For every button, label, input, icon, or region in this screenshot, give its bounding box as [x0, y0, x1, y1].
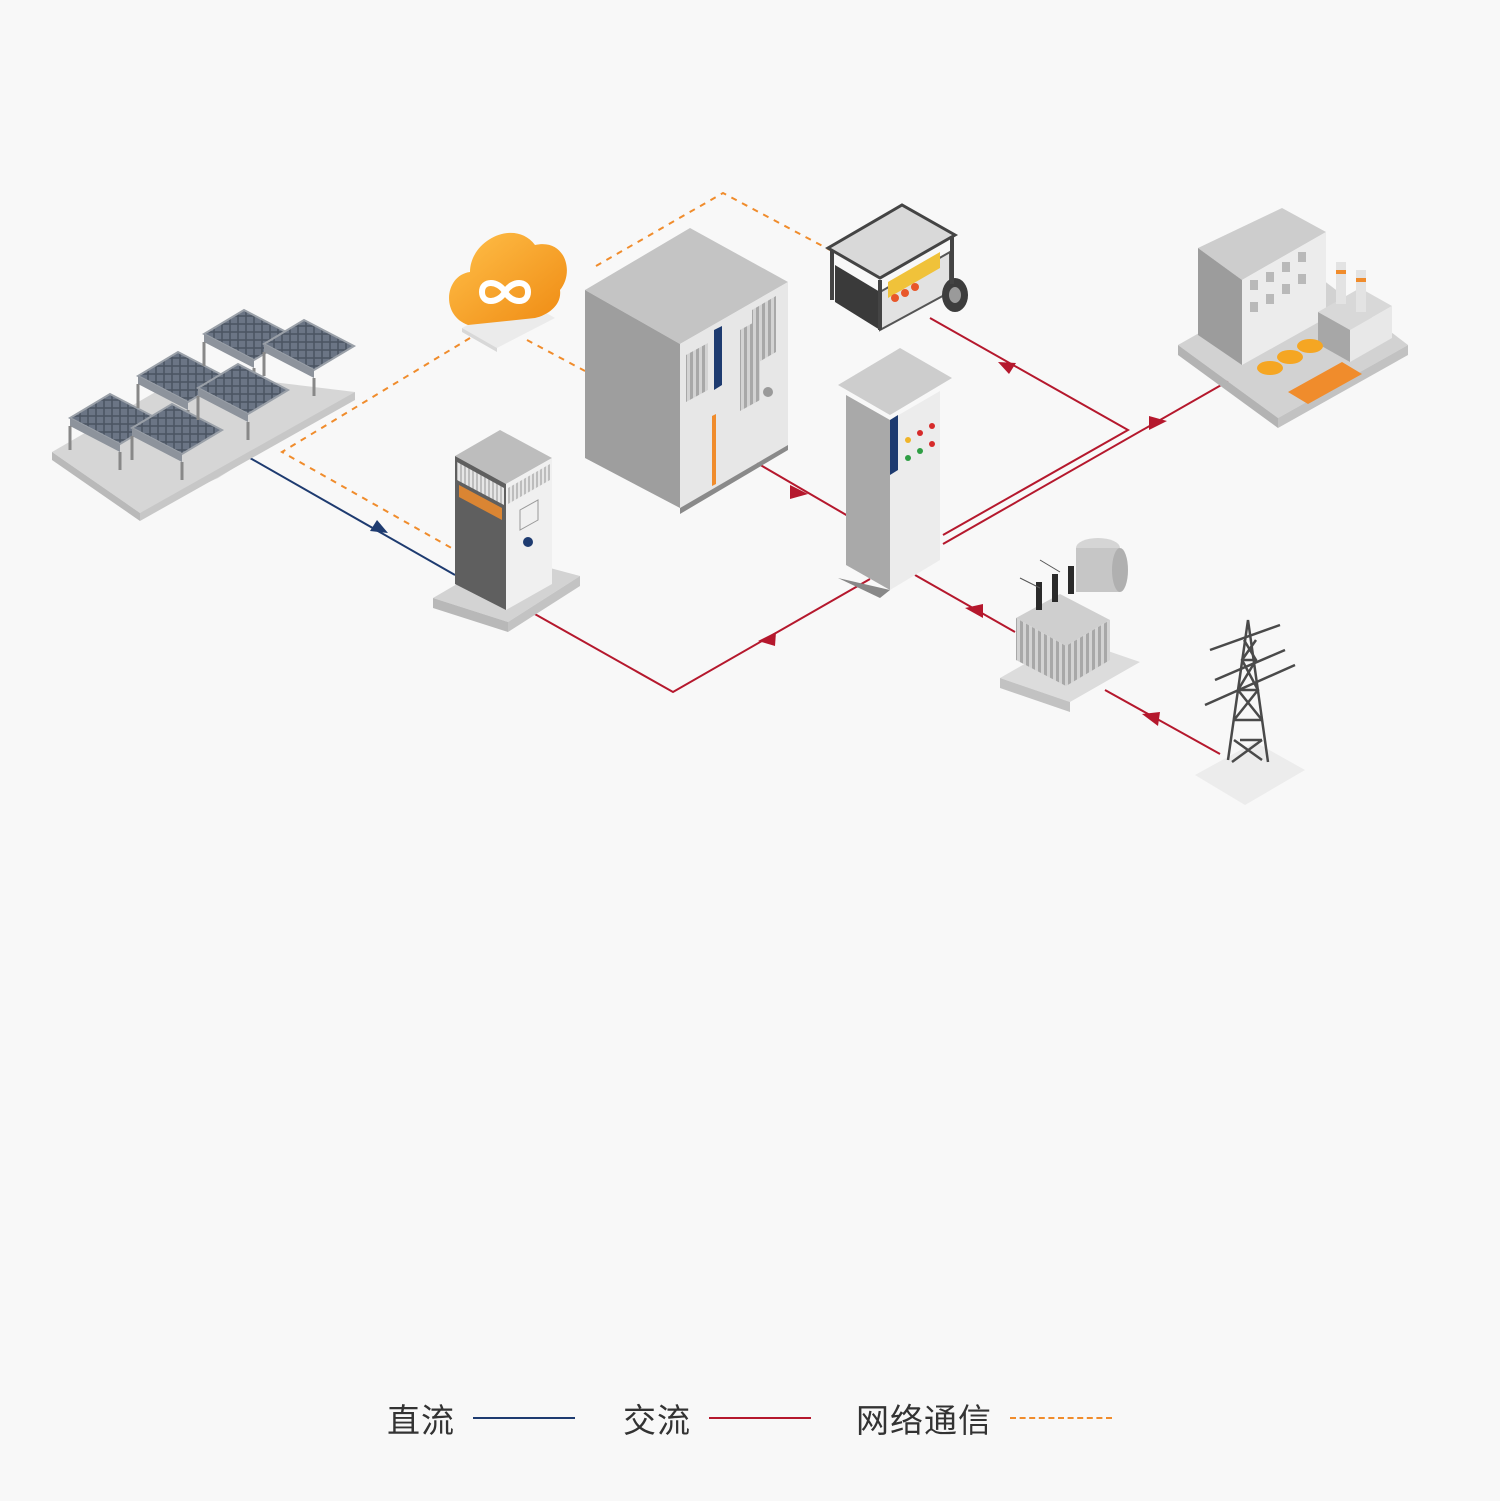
legend-swatch-ac	[709, 1417, 811, 1419]
ac-arrow	[758, 632, 776, 646]
ac-arrow	[1142, 712, 1160, 726]
ac-arrow	[965, 604, 983, 618]
network-link-cloud-pcs	[526, 339, 586, 372]
ac-link-pcs-distribution	[756, 462, 849, 517]
factory-icon	[1178, 208, 1408, 428]
transformer-icon	[1000, 538, 1140, 712]
ac-link-tower-transformer	[1104, 689, 1221, 755]
indicator-lights	[905, 423, 935, 461]
inverter-cabinet-icon	[585, 228, 788, 514]
legend-item-ac: 交流	[623, 1388, 811, 1448]
ac-arrow	[1149, 416, 1167, 430]
pylon-icon	[1195, 619, 1305, 805]
legend-item-network: 网络通信	[856, 1388, 1112, 1448]
legend-item-dc: 直流	[387, 1388, 575, 1448]
ac-arrow	[998, 362, 1016, 374]
network-links	[280, 191, 831, 551]
legend: 直流 交流 网络通信	[0, 1388, 1500, 1448]
network-link-cloud-storage	[280, 337, 471, 551]
legend-label-dc: 直流	[387, 1401, 455, 1440]
storage-cabinet-icon	[433, 430, 580, 632]
legend-swatch-dc	[473, 1417, 575, 1419]
generator-icon	[825, 203, 968, 332]
solar-panel-icon	[52, 308, 356, 521]
switchgear-icon	[838, 348, 952, 598]
legend-swatch-network	[1010, 1417, 1112, 1419]
ac-link-storage-distribution	[532, 578, 871, 694]
ac-links	[532, 317, 1231, 755]
ac-link-transformer-distribution	[914, 574, 1016, 633]
network-link-pcs-generator	[595, 191, 831, 267]
dc-link-solar-storage	[249, 457, 456, 576]
ac-link-distribution-factory	[942, 379, 1231, 545]
legend-label-network: 网络通信	[856, 1401, 992, 1440]
dc-links	[249, 457, 456, 576]
dc-arrow	[370, 520, 388, 533]
ac-link-generator-distribution	[929, 317, 1131, 536]
ac-arrow	[790, 485, 808, 499]
cloud-infinity-icon	[449, 232, 567, 352]
legend-label-ac: 交流	[623, 1401, 691, 1440]
